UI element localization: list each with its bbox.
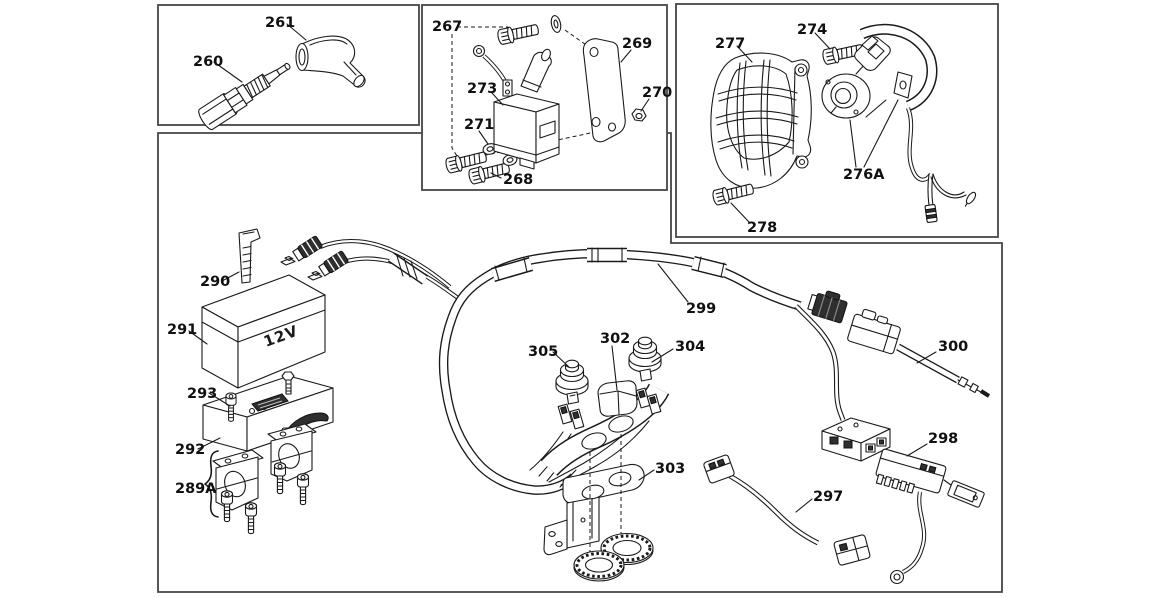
- callout-305: 305: [528, 344, 558, 360]
- callout-273: 273: [467, 81, 497, 97]
- callout-291: 291: [167, 322, 197, 338]
- callout-278: 278: [747, 220, 777, 236]
- callout-276A: 276A: [843, 167, 885, 183]
- leader-274: [814, 32, 831, 50]
- leader-271: [478, 130, 489, 145]
- callout-261: 261: [265, 15, 295, 31]
- battery-terminal-neg: [307, 270, 323, 281]
- callout-304: 304: [675, 339, 705, 355]
- leader-273: [491, 92, 504, 106]
- battery-terminal-pos: [280, 255, 296, 266]
- callout-271: 271: [464, 117, 494, 133]
- leader-278: [730, 202, 750, 223]
- callout-302: 302: [600, 331, 630, 347]
- leader-290: [221, 271, 240, 282]
- spark-plug-cap: [295, 35, 366, 88]
- switch-body-302: [597, 380, 638, 417]
- callout-268: 268: [503, 172, 533, 188]
- assembly-axis-dashed: [451, 26, 615, 161]
- connector-298: [875, 448, 985, 585]
- leader-293: [208, 392, 231, 407]
- handlebar-clamps: [204, 423, 317, 535]
- push-switch-304: [628, 336, 662, 382]
- battery-strap: [238, 228, 261, 284]
- nut-270: [631, 108, 647, 122]
- callout-297: 297: [813, 489, 843, 505]
- mount-bracket-303: [543, 463, 645, 556]
- callout-277: 277: [715, 36, 745, 52]
- callout-299: 299: [686, 301, 716, 317]
- spark-plug: [198, 62, 291, 131]
- brace-289A: [204, 450, 219, 518]
- callout-303: 303: [655, 461, 685, 477]
- battery: 12V: [201, 255, 326, 389]
- magneto-group: 277 274 276A 278: [710, 22, 977, 236]
- main-wiring-harness: [319, 238, 846, 495]
- coil-mount-plate: [582, 38, 626, 143]
- callout-274: 274: [797, 22, 827, 38]
- cable-297: [703, 454, 871, 566]
- flywheel-cover: [710, 52, 812, 189]
- tray-hex-bolt: [281, 371, 295, 395]
- leader-276A: [849, 99, 899, 168]
- switch-terminals: [557, 387, 662, 430]
- leader-269: [620, 49, 632, 63]
- leader-268: [490, 172, 502, 179]
- ring-nut-front: [573, 550, 625, 582]
- leader-292: [197, 437, 221, 450]
- cable-300: [896, 343, 991, 398]
- leader-299: [657, 263, 689, 303]
- callout-298: 298: [928, 431, 958, 447]
- callout-293: 293: [187, 386, 217, 402]
- battery-lead-connector-b: [318, 250, 349, 277]
- leader-303: [638, 469, 655, 481]
- leader-298: [906, 443, 928, 457]
- callout-270: 270: [642, 85, 672, 101]
- panel-wiring-battery: [157, 132, 1003, 593]
- ignition-coil-group: 267 269 270 273 271 268: [432, 14, 672, 188]
- callout-289A: 289A: [175, 481, 217, 497]
- callout-269: 269: [622, 36, 652, 52]
- leader-300: [916, 351, 937, 364]
- ignition-coil: [472, 44, 560, 170]
- leader-297: [795, 498, 813, 513]
- leader-277: [736, 45, 753, 63]
- battery-tray: [202, 371, 334, 452]
- alignment-dashed: [589, 434, 622, 556]
- callout-260: 260: [193, 54, 223, 70]
- callout-300: 300: [938, 339, 968, 355]
- leader-302: [611, 345, 618, 391]
- leader-270: [640, 98, 650, 112]
- leader-305: [552, 351, 570, 368]
- push-switch-305: [555, 359, 589, 405]
- callout-290: 290: [200, 274, 230, 290]
- wiring-harness-group: 12V: [167, 228, 991, 585]
- stator-pickup: [821, 23, 977, 223]
- leader-260: [213, 61, 243, 83]
- harness-connector-white: [847, 308, 901, 355]
- harness-multipin-connector: [821, 417, 891, 462]
- callout-267: 267: [432, 19, 462, 35]
- harness-connector-black: [807, 290, 848, 324]
- leader-304: [651, 348, 674, 363]
- battery-lead-connector-a: [292, 235, 323, 262]
- leader-291: [188, 330, 208, 345]
- leader-261: [286, 23, 307, 41]
- callout-292: 292: [175, 442, 205, 458]
